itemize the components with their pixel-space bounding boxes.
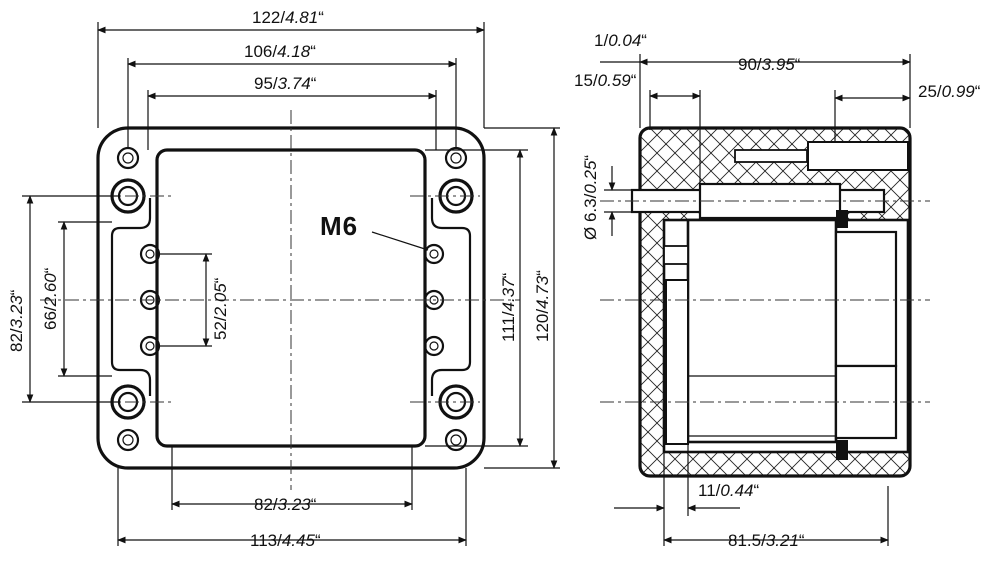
dim-offset-right: 25/0.99“ [918, 82, 981, 101]
dim-offset-left: 15/0.59“ [574, 71, 637, 90]
side-top-screw-head [807, 141, 909, 171]
side-dimension-labels: 1/0.04“ 90/3.95“ 15/0.59“ 25/0.99“ Ø 6.3… [574, 31, 981, 550]
dim-height-inner: 111/4.37“ [499, 272, 518, 342]
front-mount-holes [110, 178, 474, 420]
side-dimension-lines [600, 54, 911, 546]
side-insulator-plate [665, 279, 689, 445]
side-core-upper [834, 230, 898, 368]
dim-width-base: 113/4.45“ [250, 531, 321, 550]
dim-height-mount-holes: 82/3.23“ [7, 289, 26, 352]
dim-width-flange-holes: 106/4.18“ [244, 42, 316, 61]
dim-width-overall: 122/4.81“ [252, 8, 324, 27]
dim-gap: 1/0.04“ [594, 31, 647, 50]
front-left-rail [110, 198, 152, 396]
side-fitting-top [836, 210, 848, 228]
dim-height-terminal-strip: 66/2.60“ [41, 267, 60, 330]
front-view: 122/4.81“ 106/4.18“ 95/3.74“ 82/3.23“ 66… [7, 8, 560, 550]
dim-pin-diameter: Ø 6.3/0.25“ [581, 155, 600, 240]
front-corner-holes [116, 146, 468, 452]
side-coil-body [686, 218, 838, 444]
dim-terminal-pitch: 52/2.05“ [211, 277, 230, 340]
callout-m6: M6 [320, 211, 358, 241]
front-dimension-lines [22, 22, 560, 546]
side-fitting-bottom [836, 440, 848, 460]
side-left-peg [663, 245, 689, 265]
dim-width-inner: 95/3.74“ [254, 74, 317, 93]
dim-depth-body: 81.5/3.21“ [728, 531, 805, 550]
side-view: 1/0.04“ 90/3.95“ 15/0.59“ 25/0.99“ Ø 6.3… [574, 31, 981, 550]
dim-width-window: 82/3.23“ [254, 495, 317, 514]
dim-height-overall: 120/4.73“ [533, 270, 552, 342]
dim-wall: 11/0.44“ [698, 481, 759, 500]
side-top-screw [734, 149, 808, 163]
front-dimension-labels: 122/4.81“ 106/4.18“ 95/3.74“ 82/3.23“ 66… [7, 8, 552, 550]
dim-depth-overall: 90/3.95“ [738, 55, 801, 74]
front-right-rail [430, 198, 472, 396]
